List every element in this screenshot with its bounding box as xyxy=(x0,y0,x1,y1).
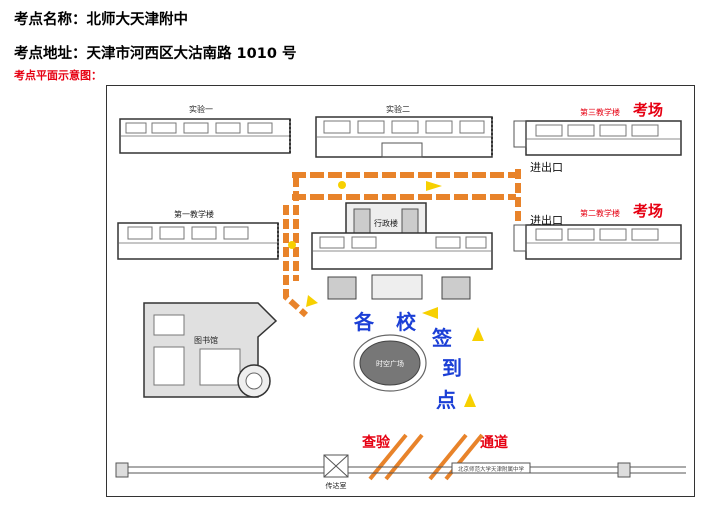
label-library: 图书馆 xyxy=(194,335,218,345)
label-lab-2: 实验二 xyxy=(386,104,410,114)
plaza: 时空广场 xyxy=(353,334,427,392)
building-library: 图书馆 xyxy=(143,302,278,398)
label-admin: 行政楼 xyxy=(374,218,398,228)
exam-room-label-3: 考场 xyxy=(633,101,663,119)
check-in-arrows xyxy=(422,307,484,407)
building-lab-1: 实验一 xyxy=(119,104,291,154)
exam-site-name: 考点名称：北师大天津附中 xyxy=(14,12,188,28)
building-admin: 行政楼 xyxy=(311,202,493,300)
check-in-char-4: 到 xyxy=(442,356,462,380)
building-lab-2: 实验二 xyxy=(315,104,493,158)
campus-fence: 传达室 北京师范大学天津附属中学 xyxy=(115,454,686,490)
campus-map: 实验一 实验二 第三教学楼 考场 进出口 xyxy=(106,85,695,497)
label-lab-1: 实验一 xyxy=(189,104,213,114)
label-guard-room: 传达室 xyxy=(326,481,347,490)
checkpoint-label-1: 查验 xyxy=(362,434,391,451)
label-teaching-2: 第二教学楼 xyxy=(580,208,620,218)
check-in-char-5: 点 xyxy=(436,388,456,412)
building-teaching-2: 第二教学楼 考场 xyxy=(513,202,682,260)
route-arrows xyxy=(288,181,442,307)
label-plaza: 时空广场 xyxy=(376,359,404,368)
exam-site-address: 考点地址：天津市河西区大沽南路 1010 号 xyxy=(14,46,297,62)
exam-room-label-2: 考场 xyxy=(633,202,663,220)
checkpoint-label-2: 通道 xyxy=(480,434,508,451)
label-teaching-1: 第一教学楼 xyxy=(174,209,214,219)
check-in-point: 各 校 签 到 点 xyxy=(353,310,462,412)
label-teaching-3: 第三教学楼 xyxy=(580,107,620,117)
route-path xyxy=(283,169,521,318)
building-teaching-3: 第三教学楼 考场 xyxy=(513,101,682,156)
check-in-char-1: 各 xyxy=(353,310,375,334)
check-in-char-3: 签 xyxy=(431,326,453,350)
check-in-char-2: 校 xyxy=(396,310,417,334)
map-caption: 考点平面示意图： xyxy=(14,69,102,82)
exit-label-1: 进出口 xyxy=(530,160,563,174)
building-teaching-1: 第一教学楼 xyxy=(117,209,279,260)
school-sign: 北京师范大学天津附属中学 xyxy=(458,465,525,473)
exit-label-2: 进出口 xyxy=(530,213,563,227)
